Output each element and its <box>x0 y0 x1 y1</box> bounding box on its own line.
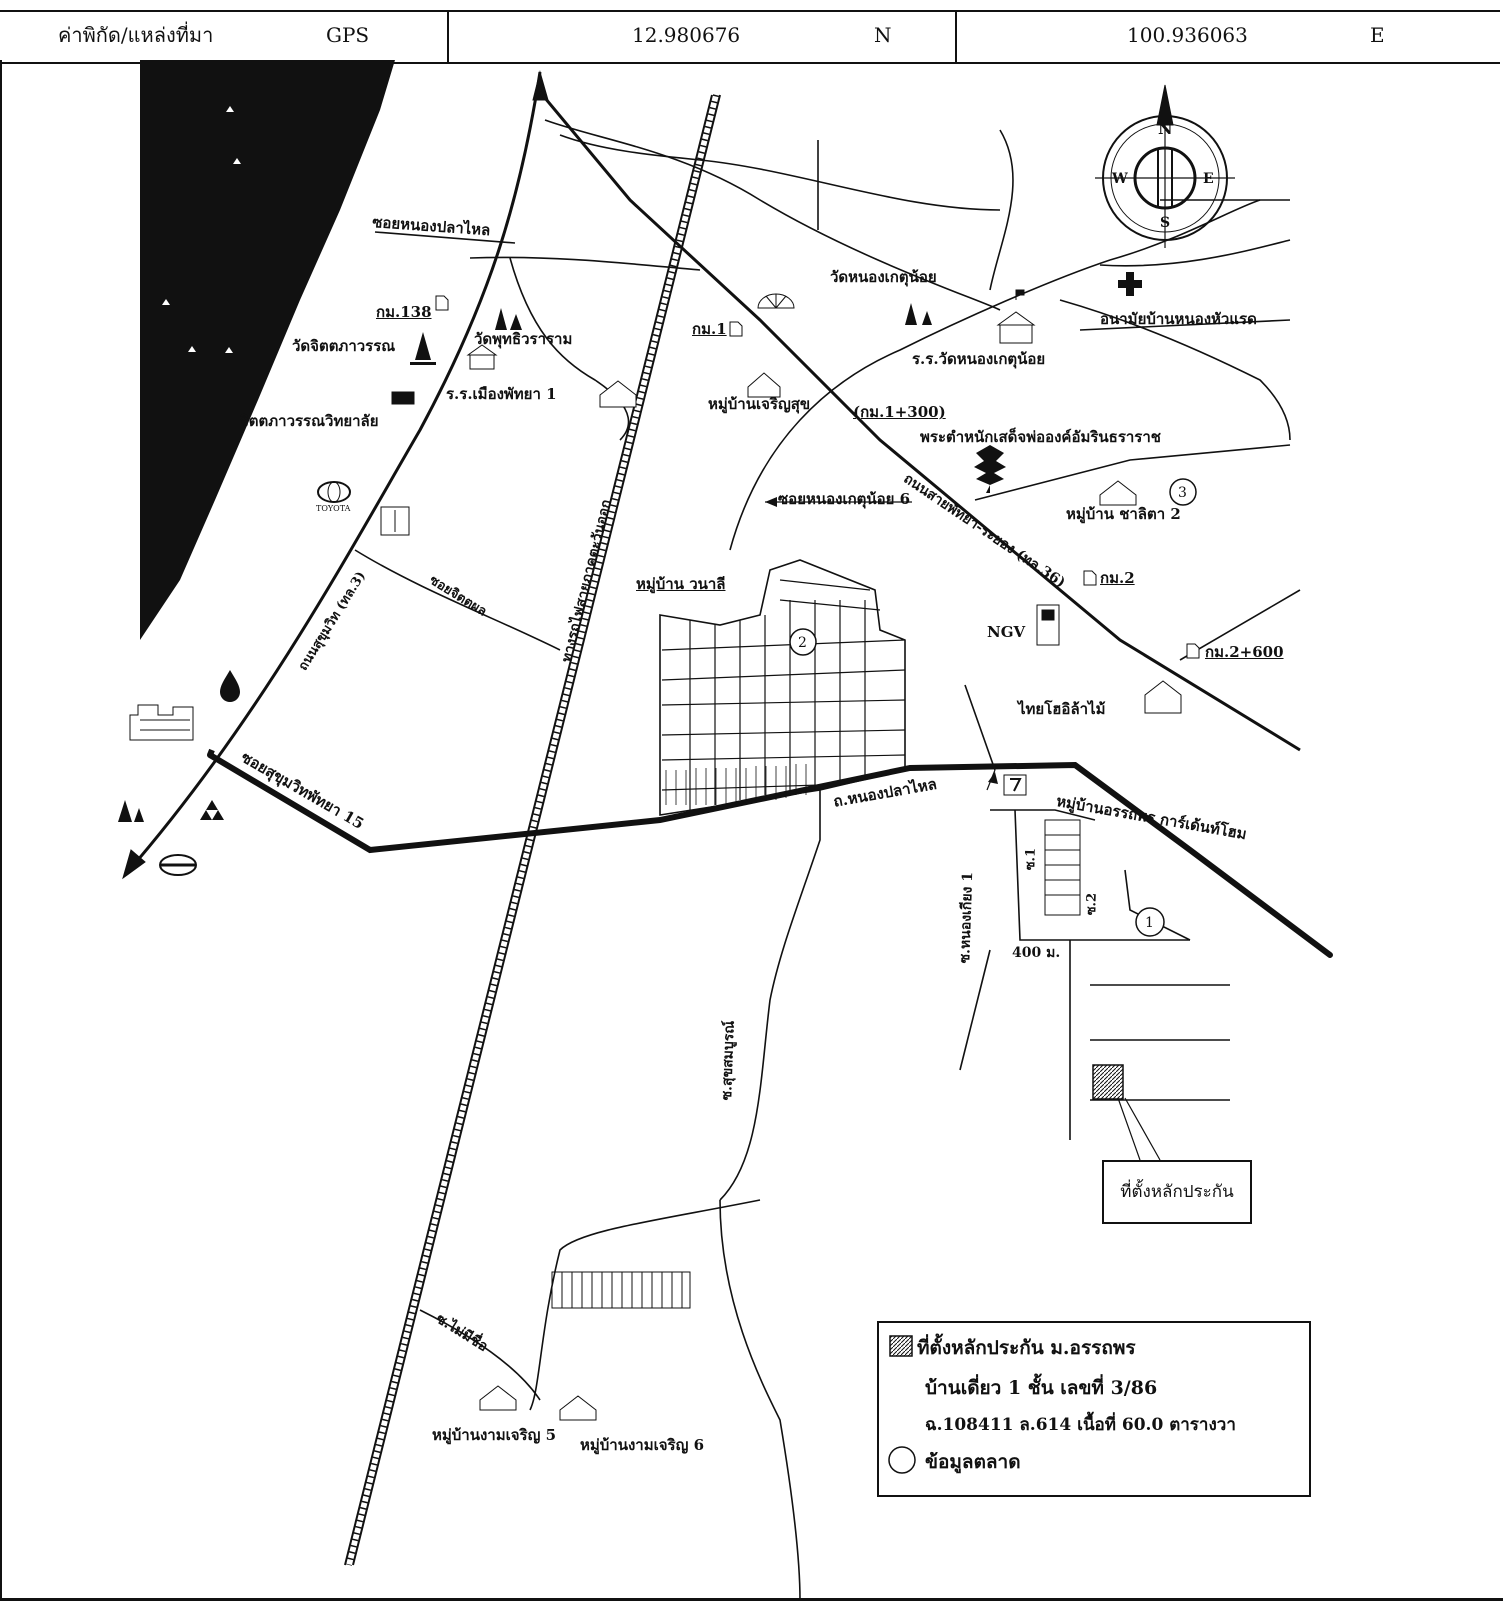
label-village-charoen-suk: หมู่บ้านเจริญสุข <box>708 395 811 413</box>
school-icon <box>466 344 498 370</box>
market-marker-1: 1 <box>1145 915 1154 931</box>
label-soi-nong-ket6: ซอยหนองเกตุน้อย 6 <box>778 490 911 508</box>
header-longitude-dir: E <box>1370 23 1385 47</box>
village-wanali-blocks <box>659 559 906 816</box>
seven-eleven-icon <box>1003 774 1027 796</box>
label-km2-600: กม.2+600 <box>1205 643 1284 661</box>
hatch-swatch-icon <box>889 1335 913 1357</box>
house-icon <box>1099 480 1137 506</box>
rd-nong-pla-lai-start <box>207 748 215 757</box>
major-roads <box>207 752 1333 958</box>
factory-icon <box>129 704 194 741</box>
label-km138: กม.138 <box>376 303 432 321</box>
collateral-location <box>1092 1064 1124 1100</box>
house-icon <box>559 1395 597 1421</box>
nissan-icon <box>159 854 197 876</box>
label-soi-sukhum: ซ.สุขสมบูรณ์ <box>718 1020 738 1101</box>
legend-line-2: บ้านเดี่ยว 1 ชั้น เลขที่ 3/86 <box>925 1377 1158 1399</box>
label-village-ngam5: หมู่บ้านงามเจริญ 5 <box>432 1426 557 1444</box>
label-thai-home: ไทยโฮอิล้าไม้ <box>1018 700 1106 718</box>
coordinates-header: ค่าพิกัด/แหล่งที่มา GPS 12.980676 N 100.… <box>0 10 1500 64</box>
gas-drop-icon <box>220 670 240 702</box>
label-km1-300: (กม.1+300) <box>853 403 946 421</box>
house-icon <box>479 1385 517 1411</box>
label-wat-phuttha: วัดพุทธิวราราม <box>474 330 573 348</box>
toyota-icon <box>317 481 351 503</box>
legend-line-3: ฉ.108411 ล.614 เนื้อที่ 60.0 ตารางวา <box>925 1415 1236 1435</box>
header-label: ค่าพิกัด/แหล่งที่มา <box>58 23 214 47</box>
header-latitude: 12.980676 <box>632 23 741 47</box>
temple-icon <box>905 303 932 325</box>
village-ornpon-blocks <box>1044 819 1081 916</box>
book-icon <box>380 506 410 536</box>
header-longitude: 100.936063 <box>1127 23 1248 47</box>
label-village-ngam6: หมู่บ้านงามเจริญ 6 <box>580 1436 705 1454</box>
header-divider <box>955 12 957 62</box>
school-icon <box>391 391 415 405</box>
ngv-station-icon <box>1036 604 1060 646</box>
label-village-wanali: หมู่บ้าน วนาลี <box>636 575 726 593</box>
km-marker-icon <box>1186 643 1200 659</box>
compass-south-label: S <box>1160 215 1171 231</box>
house-icon <box>1144 680 1182 714</box>
label-soi-nong-kiang: ซ.หนองเกียง 1 <box>956 871 977 964</box>
health-cross-icon <box>1118 272 1142 296</box>
header-divider <box>447 12 449 62</box>
label-soi-2: ซ.2 <box>1083 892 1100 916</box>
house-icon <box>747 372 781 398</box>
minor-roads <box>354 119 1301 1601</box>
pattaya-rayong-road <box>538 91 1301 752</box>
legend-line-1: ที่ตั้งหลักประกัน ม.อรรถพร <box>917 1337 1136 1359</box>
callout-pointer <box>1117 1097 1161 1161</box>
sea-birds <box>162 106 241 353</box>
map-frame-left <box>0 60 2 1600</box>
market-marker <box>789 478 1197 937</box>
market-marker-3: 3 <box>1178 485 1187 501</box>
collateral-callout: ที่ตั้งหลักประกัน <box>1102 1160 1252 1224</box>
sea-area <box>140 60 395 640</box>
label-health-center: อนามัยบ้านหนองหัวแรด <box>1100 310 1257 328</box>
km-marker-icon <box>435 295 449 311</box>
label-village-chalita: หมู่บ้าน ชาลิตา 2 <box>1066 505 1181 523</box>
label-distance-400m: 400 ม. <box>1012 945 1061 961</box>
label-km2: กม.2 <box>1100 569 1135 587</box>
label-km1: กม.1 <box>692 320 727 338</box>
temple-icon <box>495 308 522 330</box>
market-circle-icon <box>888 1446 916 1474</box>
label-toyota: TOYOTA <box>316 504 351 513</box>
wanali-grid <box>661 579 906 810</box>
market-marker-2: 2 <box>798 635 807 651</box>
tree-icon <box>974 445 1006 493</box>
km-marker-icon <box>729 321 743 337</box>
mitsubishi-icon <box>200 800 224 820</box>
label-royal-residence: พระตำหนักเสด็จพ่อองค์อัมรินธราราช <box>920 428 1161 446</box>
shell-icon <box>757 293 795 309</box>
compass-west-label: W <box>1112 171 1128 187</box>
compass-rose <box>1095 84 1235 248</box>
compass-north-label: N <box>1158 119 1173 138</box>
label-ngv: NGV <box>987 623 1026 641</box>
legend-line-4: ข้อมูลตลาด <box>925 1451 1021 1473</box>
temple-icon <box>118 800 144 822</box>
label-wat-chit: วัดจิตตภาวรรณ <box>292 337 396 355</box>
label-soi-1: ซ.1 <box>1022 847 1039 871</box>
compass-east-label: E <box>1203 171 1214 187</box>
school-icon <box>996 289 1036 344</box>
wanali-hatch <box>665 764 807 805</box>
bottom-hatched-block <box>551 1271 691 1309</box>
sukhumvit-road <box>122 70 549 880</box>
label-school-nong-ket: ร.ร.วัดหนองเกตุน้อย <box>912 350 1046 368</box>
temple-icon <box>410 332 436 365</box>
header-source: GPS <box>326 23 370 47</box>
map-legend: ที่ตั้งหลักประกัน ม.อรรถพร บ้านเดี่ยว 1 … <box>877 1321 1311 1497</box>
label-wat-nong-ket: วัดหนองเกตุน้อย <box>830 268 937 286</box>
header-latitude-dir: N <box>874 23 892 47</box>
house-icon <box>599 380 637 408</box>
km-marker-icon <box>1083 570 1097 586</box>
map-frame-bottom <box>0 1598 1503 1601</box>
label-school-pattaya1: ร.ร.เมืองพัทยา 1 <box>446 385 557 403</box>
label-chit-college: จิตตภาวรรณวิทยาลัย <box>240 412 379 430</box>
